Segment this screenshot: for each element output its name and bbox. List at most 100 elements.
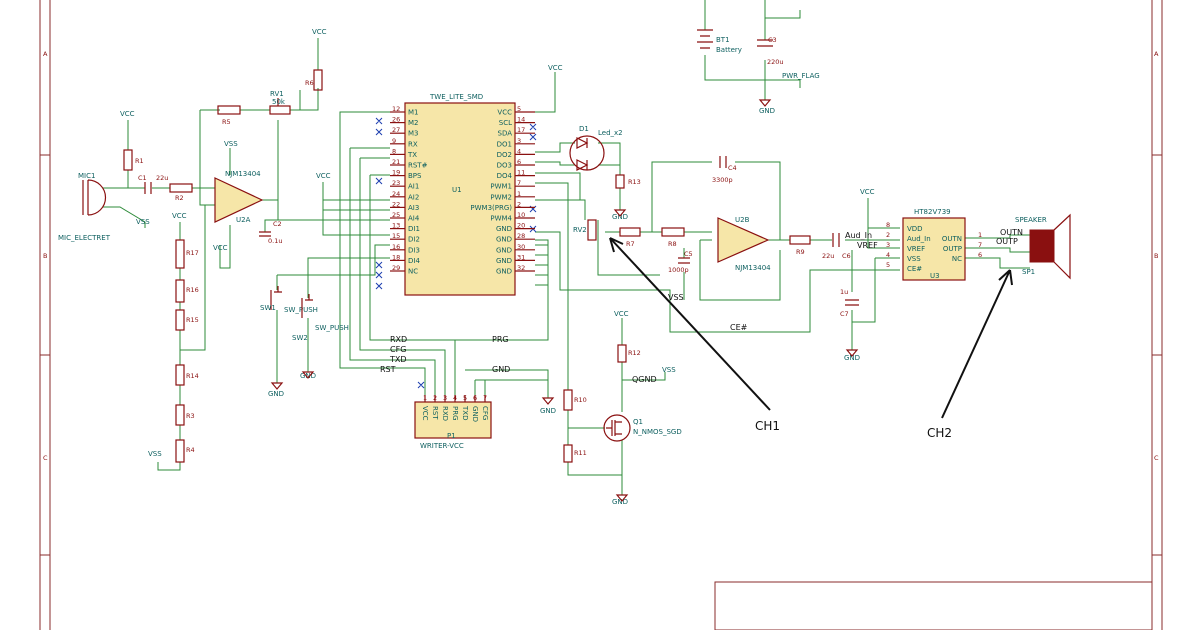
- mcu-pin-right-number: 20: [517, 222, 525, 230]
- net-qgnd: QGND: [632, 375, 657, 384]
- resistor-r10-label: R10: [574, 396, 587, 404]
- mic-ref: MIC1: [78, 172, 95, 180]
- gnd-label-6: GND: [844, 354, 860, 362]
- mcu-name: TWE_LITE_SMD: [429, 93, 483, 101]
- resistor-r8-label: R8: [668, 240, 677, 248]
- writer-pin-number: 3: [443, 394, 447, 402]
- mcu-pin-left-name: DI1: [408, 225, 420, 233]
- vcc-label-6: VCC: [548, 64, 563, 72]
- amp-ref: U3: [930, 272, 940, 280]
- mcu-pin-left-name: M1: [408, 109, 419, 117]
- net-cfg: CFG: [390, 345, 406, 354]
- amp-pin-left-name: CE#: [907, 265, 922, 273]
- net-rst: RST: [380, 365, 396, 374]
- potentiometer-rv2-ref: RV2: [573, 226, 587, 234]
- mcu-pin-right-number: 5: [517, 105, 521, 113]
- writer-pin-name: PRG: [451, 406, 459, 421]
- amp-pin-right-name: NC: [952, 255, 962, 263]
- writer-pin-number: 1: [423, 394, 427, 402]
- net-aud-in: Aud_In: [845, 231, 872, 240]
- capacitor-c1-value: 22u: [156, 174, 168, 182]
- resistor-r13: [615, 174, 625, 189]
- mcu-pin-right-name: GND: [496, 257, 512, 265]
- capacitor-c4-value: 3300p: [712, 176, 733, 184]
- gnd-label-1: GND: [268, 390, 284, 398]
- net-txd: TXD: [389, 355, 407, 364]
- capacitor-c2: [259, 231, 271, 237]
- mcu-pin-left-name: DI4: [408, 257, 420, 265]
- resistor-r4-label: R4: [186, 446, 195, 454]
- capacitor-c2-value: 0.1u: [268, 237, 282, 245]
- mcu-pin-left-name: AI3: [408, 204, 419, 212]
- speaker-ref: SP1: [1022, 268, 1035, 276]
- writer-pin-number: 4: [453, 394, 457, 402]
- vcc-label-8: VCC: [860, 188, 875, 196]
- resistor-r16: [175, 279, 185, 303]
- capacitor-c7-value: 1u: [840, 288, 848, 296]
- mcu-pin-right-number: 7: [517, 179, 521, 187]
- capacitor-c1: [144, 182, 152, 194]
- gnd-label-7: GND: [759, 107, 775, 115]
- resistor-r13-label: R13: [628, 178, 641, 186]
- mcu-pin-left-name: BPS: [408, 172, 422, 180]
- mcu-pin-right-number: 32: [517, 264, 525, 272]
- writer-pin-name: GND: [471, 406, 479, 422]
- mcu-pin-right-number: 10: [517, 211, 525, 219]
- amp-pin-left-name: VREF: [907, 245, 925, 253]
- writer-pin-name: TXD: [461, 405, 469, 420]
- mcu-pin-right-number: 11: [517, 169, 525, 177]
- mcu-pin-left-name: AI2: [408, 193, 419, 201]
- amp-pin-right-number: 6: [978, 251, 982, 259]
- mcu-pin-left-number: 24: [392, 190, 400, 198]
- mcu-pin-left-name: RST#: [408, 162, 428, 170]
- frame-row-b-left: B: [43, 252, 47, 260]
- annotation-ch1-label: CH1: [755, 419, 780, 433]
- speaker-sp1: SPEAKER SP1: [1015, 213, 1071, 280]
- led-ref: D1: [579, 125, 589, 133]
- net-gnd: GND: [492, 365, 510, 374]
- amp-body: [902, 217, 966, 281]
- writer-pin-name: CFG: [481, 406, 489, 420]
- gnd-label-3: GND: [540, 407, 556, 415]
- mcu-pin-left-number: 13: [392, 222, 400, 230]
- resistor-r14: [175, 364, 185, 386]
- mcu-pin-right-name: GND: [496, 225, 512, 233]
- net-rxd: RXD: [390, 335, 407, 344]
- net-prg: PRG: [492, 335, 509, 344]
- vcc-label-3: VCC: [172, 212, 187, 220]
- mcu-pin-left-number: 26: [392, 116, 400, 124]
- opamp-u2a: NJM13404 U2A: [214, 170, 264, 224]
- capacitor-c7: [845, 299, 859, 306]
- vcc-label-4: VCC: [213, 244, 228, 252]
- resistor-r12-label: R12: [628, 349, 641, 357]
- resistor-r3-label: R3: [186, 412, 195, 420]
- capacitor-c7-label: C7: [840, 310, 849, 318]
- microphone-symbol: MIC1 MIC_ELECTRET: [58, 172, 111, 242]
- mcu-pin-left-number: 29: [392, 264, 400, 272]
- capacitor-c4-label: C4: [728, 164, 737, 172]
- battery-bt1: BT1 Battery PWR_FLAG: [697, 29, 820, 80]
- amp-pin-left-name: VDD: [907, 225, 923, 233]
- writer-pin-number: 2: [433, 394, 437, 402]
- resistor-r1: [123, 149, 133, 171]
- mcu-pin-left-number: 25: [392, 211, 400, 219]
- capacitor-c1-label: C1: [138, 174, 147, 182]
- mcu-pin-right-number: 17: [517, 126, 525, 134]
- amp-pin-right-number: 1: [978, 231, 982, 239]
- capacitor-c6-label: C6: [842, 252, 851, 260]
- mcu-pin-right-name: SDA: [498, 130, 513, 138]
- resistor-r9: [789, 235, 811, 245]
- frame-row-b-right: B: [1154, 252, 1158, 260]
- mcu-pin-left-number: 15: [392, 232, 400, 240]
- annotation-ch2-label: CH2: [927, 426, 952, 440]
- vss-label-3: VSS: [148, 450, 162, 458]
- switches: SW1 SW_PUSH SW2 SW_PUSH: [260, 286, 349, 342]
- writer-body: [414, 401, 492, 439]
- potentiometer-rv1-ref: RV1: [270, 90, 284, 98]
- writer-pin-number: 5: [463, 394, 467, 402]
